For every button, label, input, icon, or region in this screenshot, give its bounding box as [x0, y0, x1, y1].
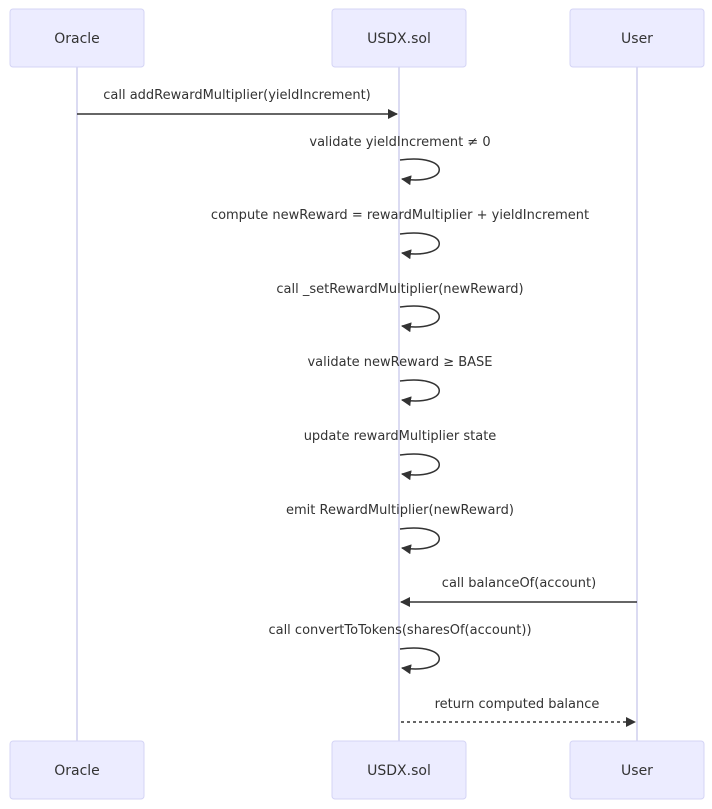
- message-balance-of: call balanceOf(account): [400, 576, 637, 607]
- actor-user-bottom: User: [569, 740, 705, 800]
- message-label: emit RewardMultiplier(newReward): [286, 503, 514, 518]
- self-arrow: [399, 527, 440, 555]
- message-label: validate newReward ≥ BASE: [307, 355, 492, 370]
- message-label: call addRewardMultiplier(yieldIncrement): [103, 88, 371, 103]
- message-emit-event: emit RewardMultiplier(newReward): [286, 503, 514, 555]
- actor-label: User: [621, 31, 653, 47]
- message-label: validate yieldIncrement ≠ 0: [309, 135, 490, 150]
- self-arrow: [399, 232, 440, 260]
- actor-user-top: User: [569, 8, 705, 68]
- self-arrow: [399, 305, 440, 333]
- message-validate-yield-increment: validate yieldIncrement ≠ 0: [309, 135, 491, 186]
- message-label: return computed balance: [435, 697, 600, 712]
- actor-oracle-top: Oracle: [9, 8, 145, 68]
- message-label: call _setRewardMultiplier(newReward): [276, 282, 523, 297]
- actor-label: Oracle: [54, 763, 100, 779]
- message-set-reward-multiplier: call _setRewardMultiplier(newReward): [276, 282, 524, 333]
- message-label: compute newReward = rewardMultiplier + y…: [211, 208, 589, 223]
- self-arrow: [399, 158, 440, 186]
- self-arrow: [399, 453, 440, 481]
- actor-label: USDX.sol: [367, 31, 431, 47]
- actor-label: User: [621, 763, 653, 779]
- message-label: update rewardMultiplier state: [304, 429, 497, 444]
- self-arrow: [399, 647, 440, 675]
- message-add-reward-multiplier: call addRewardMultiplier(yieldIncrement): [77, 88, 398, 119]
- message-update-state: update rewardMultiplier state: [304, 429, 497, 481]
- actor-usdx-top: USDX.sol: [331, 8, 467, 68]
- message-label: call convertToTokens(sharesOf(account)): [268, 623, 531, 638]
- message-label: call balanceOf(account): [442, 576, 596, 591]
- self-arrow: [399, 379, 440, 407]
- actor-oracle-bottom: Oracle: [9, 740, 145, 800]
- actor-label: USDX.sol: [367, 763, 431, 779]
- message-convert-to-tokens: call convertToTokens(sharesOf(account)): [268, 623, 532, 675]
- actor-label: Oracle: [54, 31, 100, 47]
- message-return-balance: return computed balance: [401, 697, 636, 727]
- message-validate-new-reward: validate newReward ≥ BASE: [307, 355, 493, 407]
- message-compute-new-reward: compute newReward = rewardMultiplier + y…: [211, 208, 589, 260]
- actor-usdx-bottom: USDX.sol: [331, 740, 467, 800]
